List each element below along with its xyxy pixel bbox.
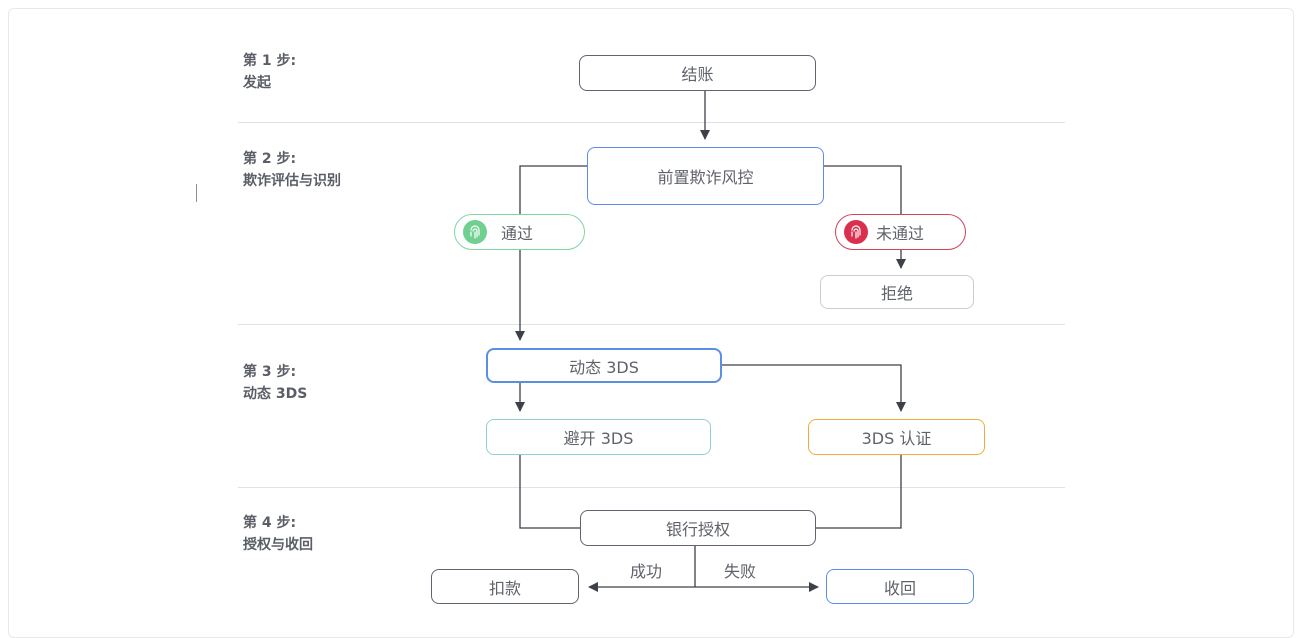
node-avoid-3ds: 避开 3DS bbox=[486, 419, 711, 455]
step-1-label: 第 1 步: 发起 bbox=[243, 50, 296, 94]
node-checkout-label: 结账 bbox=[681, 65, 714, 84]
node-bank-authorization-label: 银行授权 bbox=[665, 520, 730, 539]
step-1-number: 第 1 步: bbox=[243, 53, 297, 69]
node-dynamic-3ds-label: 动态 3DS bbox=[569, 357, 639, 377]
step-3-name: 动态 3DS bbox=[243, 386, 308, 402]
step-4-name: 授权与收回 bbox=[243, 537, 313, 553]
node-pass-label: 通过 bbox=[501, 224, 534, 243]
node-fail-label: 未通过 bbox=[876, 224, 925, 243]
fingerprint-icon bbox=[844, 220, 868, 244]
step-4-label: 第 4 步: 授权与收回 bbox=[243, 512, 313, 556]
node-3ds-auth-label: 3DS 认证 bbox=[861, 429, 932, 448]
node-checkout: 结账 bbox=[579, 55, 816, 91]
step-2-label: 第 2 步: 欺诈评估与识别 bbox=[243, 148, 341, 192]
edge-avoid-bank bbox=[519, 455, 580, 529]
node-reject: 拒绝 bbox=[820, 275, 974, 309]
edge-auth-bank bbox=[816, 455, 902, 529]
node-fail: 未通过 bbox=[835, 214, 966, 250]
node-reject-label: 拒绝 bbox=[880, 284, 913, 303]
node-recover: 收回 bbox=[826, 569, 974, 604]
step-2-name: 欺诈评估与识别 bbox=[243, 173, 341, 189]
edge-label-failure: 失败 bbox=[724, 562, 757, 581]
edge-label-success: 成功 bbox=[630, 562, 663, 581]
text-cursor-mark bbox=[196, 184, 197, 202]
node-charge: 扣款 bbox=[431, 569, 579, 604]
node-dynamic-3ds: 动态 3DS bbox=[486, 348, 722, 383]
node-bank-authorization: 银行授权 bbox=[580, 510, 816, 546]
step-3-number: 第 3 步: bbox=[243, 364, 297, 380]
step-separator bbox=[238, 324, 1065, 325]
edge-fraud-fail bbox=[824, 165, 902, 214]
edge-dynamic-auth bbox=[722, 364, 906, 412]
node-avoid-3ds-label: 避开 3DS bbox=[563, 429, 634, 448]
fingerprint-icon bbox=[463, 220, 487, 244]
node-fraud-check-label: 前置欺诈风控 bbox=[657, 168, 754, 187]
step-1-name: 发起 bbox=[243, 75, 271, 91]
step-separator bbox=[238, 487, 1065, 488]
edge-fraud-pass bbox=[519, 165, 587, 214]
step-3-label: 第 3 步: 动态 3DS bbox=[243, 361, 307, 405]
step-4-number: 第 4 步: bbox=[243, 515, 297, 531]
step-separator bbox=[238, 122, 1065, 123]
node-fraud-check: 前置欺诈风控 bbox=[587, 147, 824, 205]
node-3ds-auth: 3DS 认证 bbox=[808, 419, 985, 455]
step-2-number: 第 2 步: bbox=[243, 151, 297, 167]
node-pass: 通过 bbox=[454, 214, 585, 250]
node-charge-label: 扣款 bbox=[488, 578, 521, 598]
node-recover-label: 收回 bbox=[883, 578, 916, 598]
